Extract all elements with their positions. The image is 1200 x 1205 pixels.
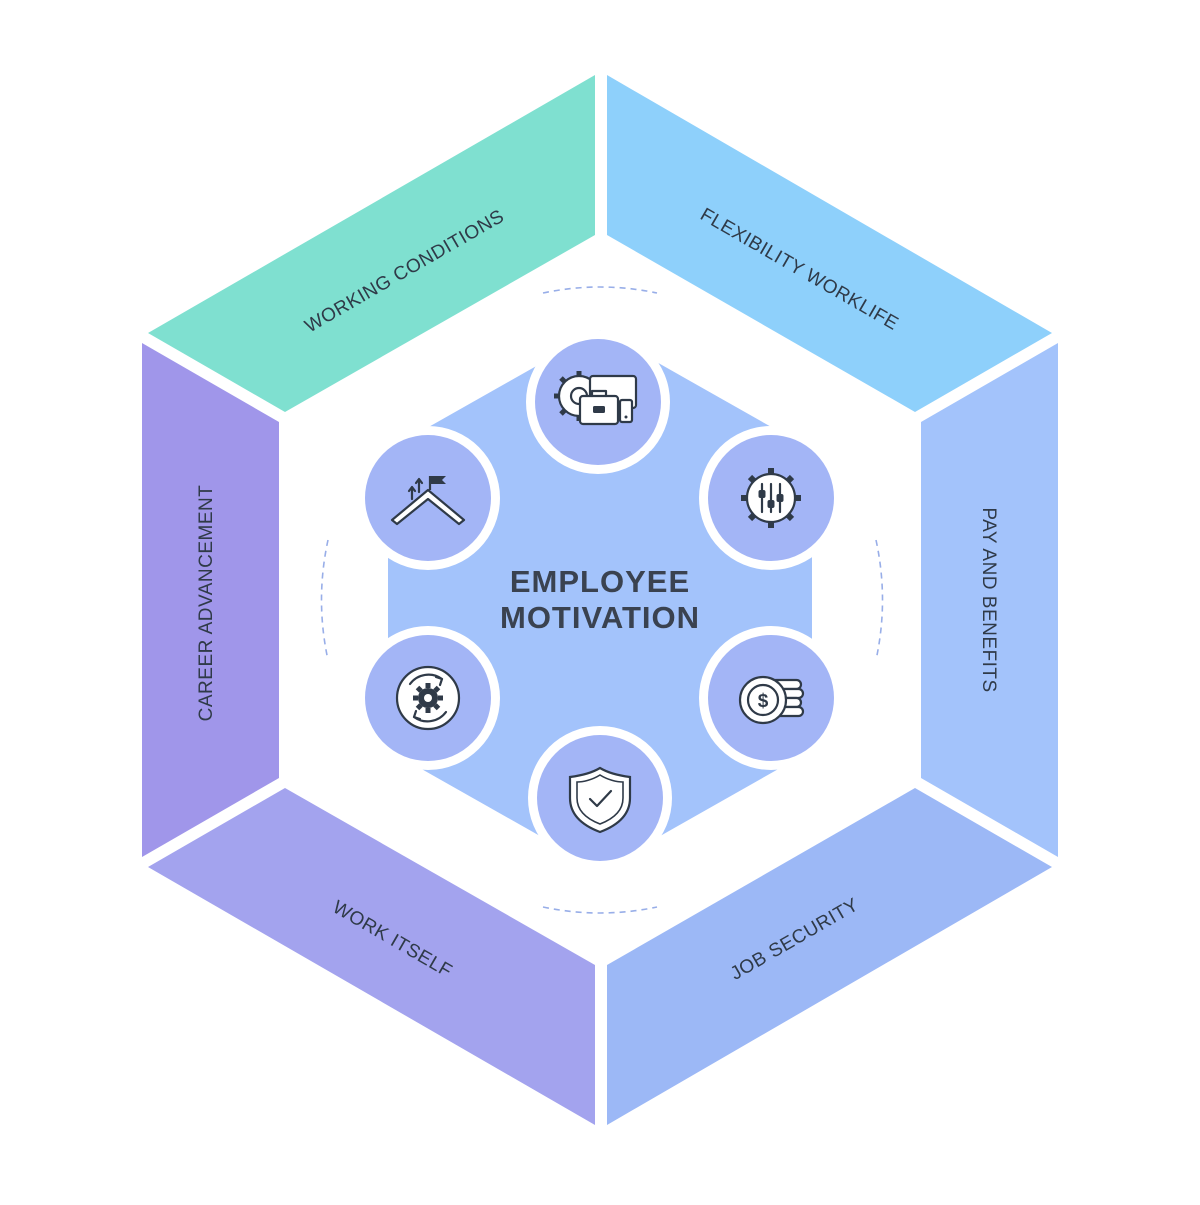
shield-check-icon (568, 766, 632, 834)
segment-career-advancement (142, 343, 279, 857)
gear-briefcase-devices-icon (554, 371, 638, 426)
dashed-arc-top (542, 286, 658, 294)
gear-sliders-icon (741, 468, 801, 528)
segment-working-conditions (148, 75, 595, 412)
segment-label-pay-and-benefits: PAY AND BENEFITS (978, 507, 999, 692)
dashed-arc-right (875, 539, 884, 661)
mountain-flag-icon (390, 476, 466, 526)
dashed-arc-left (320, 539, 329, 661)
dashed-arc-bottom (542, 906, 658, 914)
inner-hexagon (388, 330, 812, 870)
svg-text:$: $ (758, 691, 769, 712)
dashed-arcs (320, 286, 884, 914)
segment-label-career-advancement: CAREER ADVANCEMENT (196, 485, 217, 722)
segment-job-security (607, 788, 1052, 1125)
dollar-coins-icon: $ (738, 675, 805, 725)
center-title-line-2: MOTIVATION (500, 600, 700, 635)
segment-work-itself (148, 788, 595, 1125)
gear-cycle-icon (395, 665, 461, 731)
segment-flexibility-worklife (607, 75, 1052, 412)
segment-pay-and-benefits (921, 343, 1058, 857)
center-title-line-1: EMPLOYEE (510, 564, 690, 599)
